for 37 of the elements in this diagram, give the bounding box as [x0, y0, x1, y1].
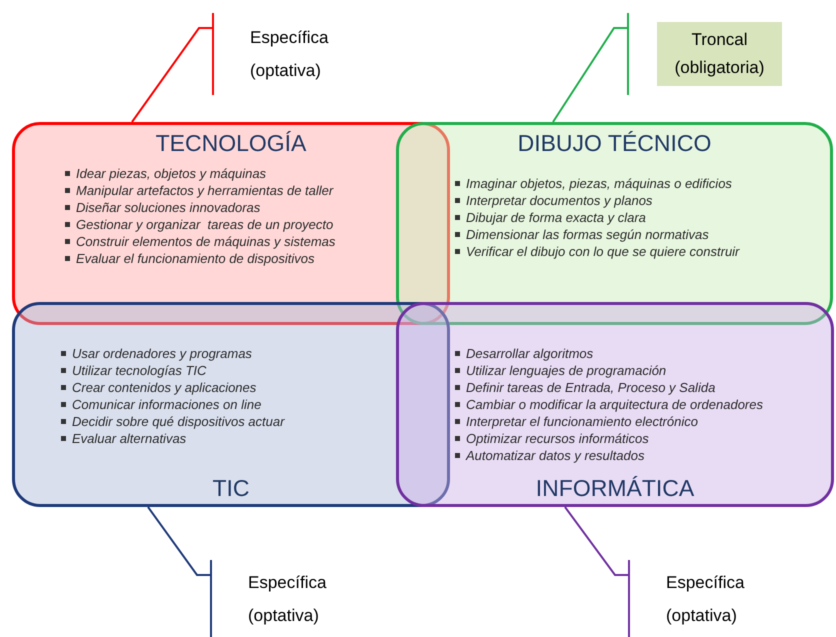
list-item-text: Comunicar informaciones on line — [72, 396, 262, 413]
list-item-text: Utilizar tecnologías TIC — [72, 362, 206, 379]
tag-label: Troncal (obligatoria) — [657, 22, 782, 86]
box-heading: TIC — [211, 474, 251, 502]
list-item-text: Verificar el dibujo con lo que se quiere construir — [466, 243, 740, 260]
list-item-text: Gestionar y organizar tareas de un proyecto — [76, 216, 334, 233]
list-item-text: Definir tareas de Entrada, Proceso y Salida — [466, 379, 716, 396]
rounded-box — [396, 302, 834, 507]
list-item-text: Decidir sobre qué dispositivos actuar — [72, 413, 284, 430]
leader-line — [131, 27, 212, 123]
box-heading: TECNOLOGÍA — [154, 129, 308, 157]
list-item-text: Dimensionar las formas según normativas — [466, 226, 709, 243]
box-heading: INFORMÁTICA — [534, 474, 696, 502]
list-item-text: Construir elementos de máquinas y sistemas — [76, 233, 336, 250]
list-item-text: Manipular artefactos y herramientas de taller — [76, 182, 334, 199]
callout-text: Específica (optativa) — [250, 27, 330, 82]
list-item-text: Dibujar de forma exacta y clara — [466, 209, 646, 226]
list-item-text: Automatizar datos y resultados — [466, 447, 644, 464]
list-item-text: Utilizar lenguajes de programación — [466, 362, 666, 379]
leader-line — [147, 506, 210, 576]
callout-text: Específica (optativa) — [666, 572, 746, 626]
list-item-text: Diseñar soluciones innovadoras — [76, 199, 260, 216]
list-item-text: Idear piezas, objetos y máquinas — [76, 165, 266, 182]
list-item-text: Usar ordenadores y programas — [72, 345, 252, 362]
list-item-text: Interpretar documentos y planos — [466, 192, 652, 209]
box-heading: DIBUJO TÉCNICO — [516, 129, 712, 157]
list-item-text: Interpretar el funcionamiento electrónico — [466, 413, 698, 430]
list-item-text: Optimizar recursos informáticos — [466, 430, 649, 447]
list-item-text: Imaginar objetos, piezas, máquinas o edificios — [466, 175, 732, 192]
leader-line — [564, 506, 628, 576]
callout-text: Específica (optativa) — [248, 572, 328, 626]
list-item-text: Crear contenidos y aplicaciones — [72, 379, 256, 396]
list-item-text: Evaluar alternativas — [72, 430, 186, 447]
list-item-text: Desarrollar algoritmos — [466, 345, 594, 362]
list-item-text: Cambiar o modificar la arquitectura de ordenadores — [466, 396, 763, 413]
list-item-text: Evaluar el funcionamiento de dispositivos — [76, 250, 314, 267]
leader-line — [552, 27, 627, 123]
